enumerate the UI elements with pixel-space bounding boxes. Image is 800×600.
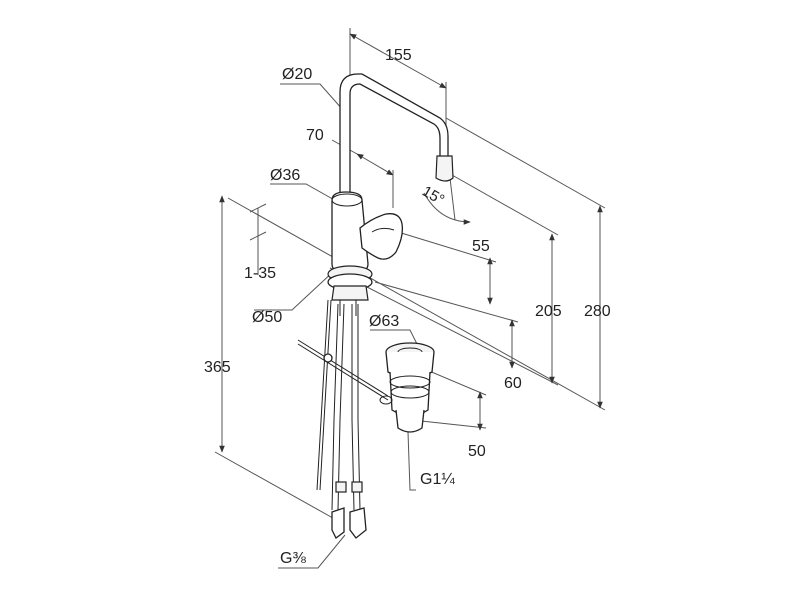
label-50: 50	[468, 443, 486, 460]
leader-g114	[407, 431, 416, 491]
leader-d20	[280, 83, 344, 111]
dimension-labels: Ø20 155 70 Ø36 15° 55 1-35 205 280 Ø50 Ø…	[204, 47, 611, 567]
aerator	[435, 155, 454, 182]
mounting-nut	[331, 285, 369, 301]
supply-hose-left-a	[331, 303, 339, 511]
pop-up-waste	[379, 342, 435, 433]
angle-ray	[449, 177, 456, 221]
waste-ring-a	[389, 375, 431, 389]
supply-hose-right-a	[351, 304, 355, 511]
connector-left	[331, 507, 345, 539]
ext-280-bottom	[227, 197, 606, 411]
label-d50: Ø50	[252, 309, 282, 326]
dim-70	[356, 153, 394, 176]
label-55: 55	[472, 238, 490, 255]
label-15deg: 15°	[419, 183, 447, 209]
ext-280-top	[445, 117, 606, 209]
waste-ring-b	[390, 385, 430, 399]
pull-rod	[297, 339, 389, 397]
label-205: 205	[535, 303, 562, 320]
tick-1-35-a	[249, 203, 267, 213]
hose-fitting-right	[351, 481, 363, 493]
rod-clip	[323, 353, 333, 363]
angle-arc	[423, 192, 471, 225]
ext-365-bottom	[214, 451, 341, 523]
hose-fitting-left	[335, 481, 347, 493]
pull-rod-edge	[297, 343, 389, 401]
tick-1-35-b	[249, 231, 267, 241]
dimension-lines	[214, 28, 606, 569]
leader-g38	[278, 534, 346, 569]
popup-rod-edge	[316, 299, 329, 491]
label-1-35: 1-35	[244, 265, 276, 282]
waste-arm-joint	[379, 395, 393, 405]
ext-50-bottom	[411, 419, 487, 429]
dim-155	[349, 33, 447, 89]
faucet	[297, 73, 454, 539]
ext-205-top	[451, 174, 559, 236]
body-top-ring	[331, 193, 363, 207]
supply-hose-left-b	[337, 303, 345, 511]
ext-205-bottom	[329, 267, 559, 386]
label-g38: G⅜	[280, 550, 306, 567]
ext-60-top	[374, 281, 519, 323]
label-70: 70	[306, 127, 324, 144]
leader-d36	[270, 183, 339, 203]
connector-right	[349, 507, 367, 539]
waste-tail	[395, 409, 425, 433]
spout	[339, 73, 449, 197]
popup-rod	[319, 299, 332, 491]
label-d36: Ø36	[270, 167, 300, 184]
waste-body	[389, 371, 431, 417]
label-365: 365	[204, 359, 231, 376]
label-155: 155	[385, 47, 412, 64]
supply-hose-right-b	[357, 304, 361, 511]
leader-d50	[254, 269, 336, 311]
label-g114: G1¼	[420, 471, 455, 488]
lever-highlight	[371, 227, 395, 233]
label-280: 280	[584, 303, 611, 320]
label-d20: Ø20	[282, 66, 312, 83]
ext-55-top	[397, 231, 497, 263]
lever-handle	[359, 213, 404, 260]
label-60: 60	[504, 375, 522, 392]
label-d63: Ø63	[369, 313, 399, 330]
